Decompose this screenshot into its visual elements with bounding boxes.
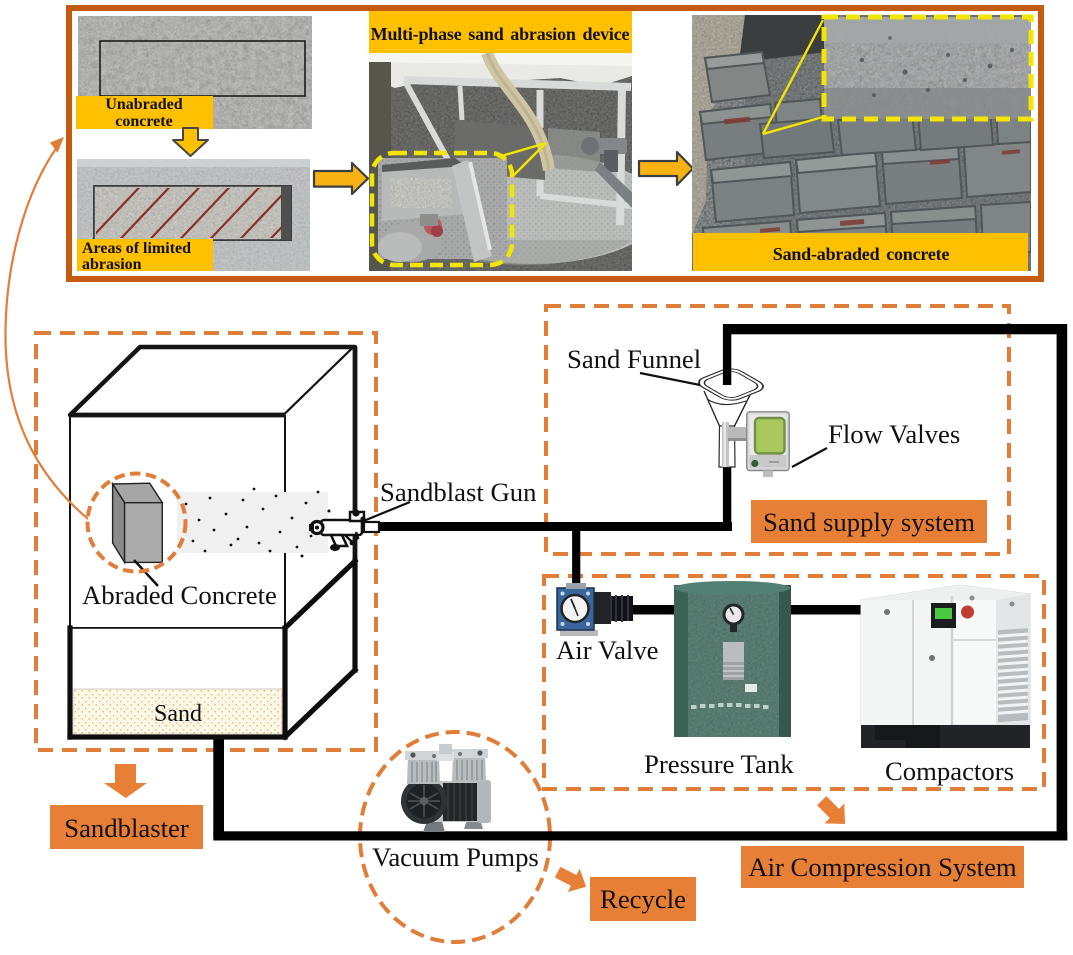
svg-text:Air Compression System: Air Compression System: [748, 852, 1017, 882]
svg-text:Compactors: Compactors: [885, 756, 1014, 786]
svg-text:Sandblaster: Sandblaster: [64, 813, 189, 843]
svg-text:Abraded Concrete: Abraded Concrete: [82, 580, 277, 610]
svg-text:Sand Funnel: Sand Funnel: [567, 344, 701, 374]
svg-text:Multi-phase sand abrasion devi: Multi-phase sand abrasion device: [371, 24, 630, 44]
svg-text:Unabraded: Unabraded: [105, 96, 182, 113]
svg-text:Sandblast Gun: Sandblast Gun: [380, 477, 536, 507]
svg-text:Flow Valves: Flow Valves: [828, 419, 960, 449]
svg-text:Sand supply system: Sand supply system: [763, 507, 975, 537]
svg-text:Areas of limited: Areas of limited: [82, 240, 191, 257]
svg-text:Sand-abraded concrete: Sand-abraded concrete: [773, 244, 950, 264]
svg-text:Sand: Sand: [154, 701, 202, 727]
svg-text:Air Valve: Air Valve: [556, 635, 659, 665]
svg-text:Pressure Tank: Pressure Tank: [644, 749, 794, 779]
svg-text:Vacuum Pumps: Vacuum Pumps: [372, 842, 539, 872]
svg-text:concrete: concrete: [115, 113, 172, 130]
svg-text:Recycle: Recycle: [600, 884, 686, 914]
svg-text:abrasion: abrasion: [82, 256, 142, 273]
